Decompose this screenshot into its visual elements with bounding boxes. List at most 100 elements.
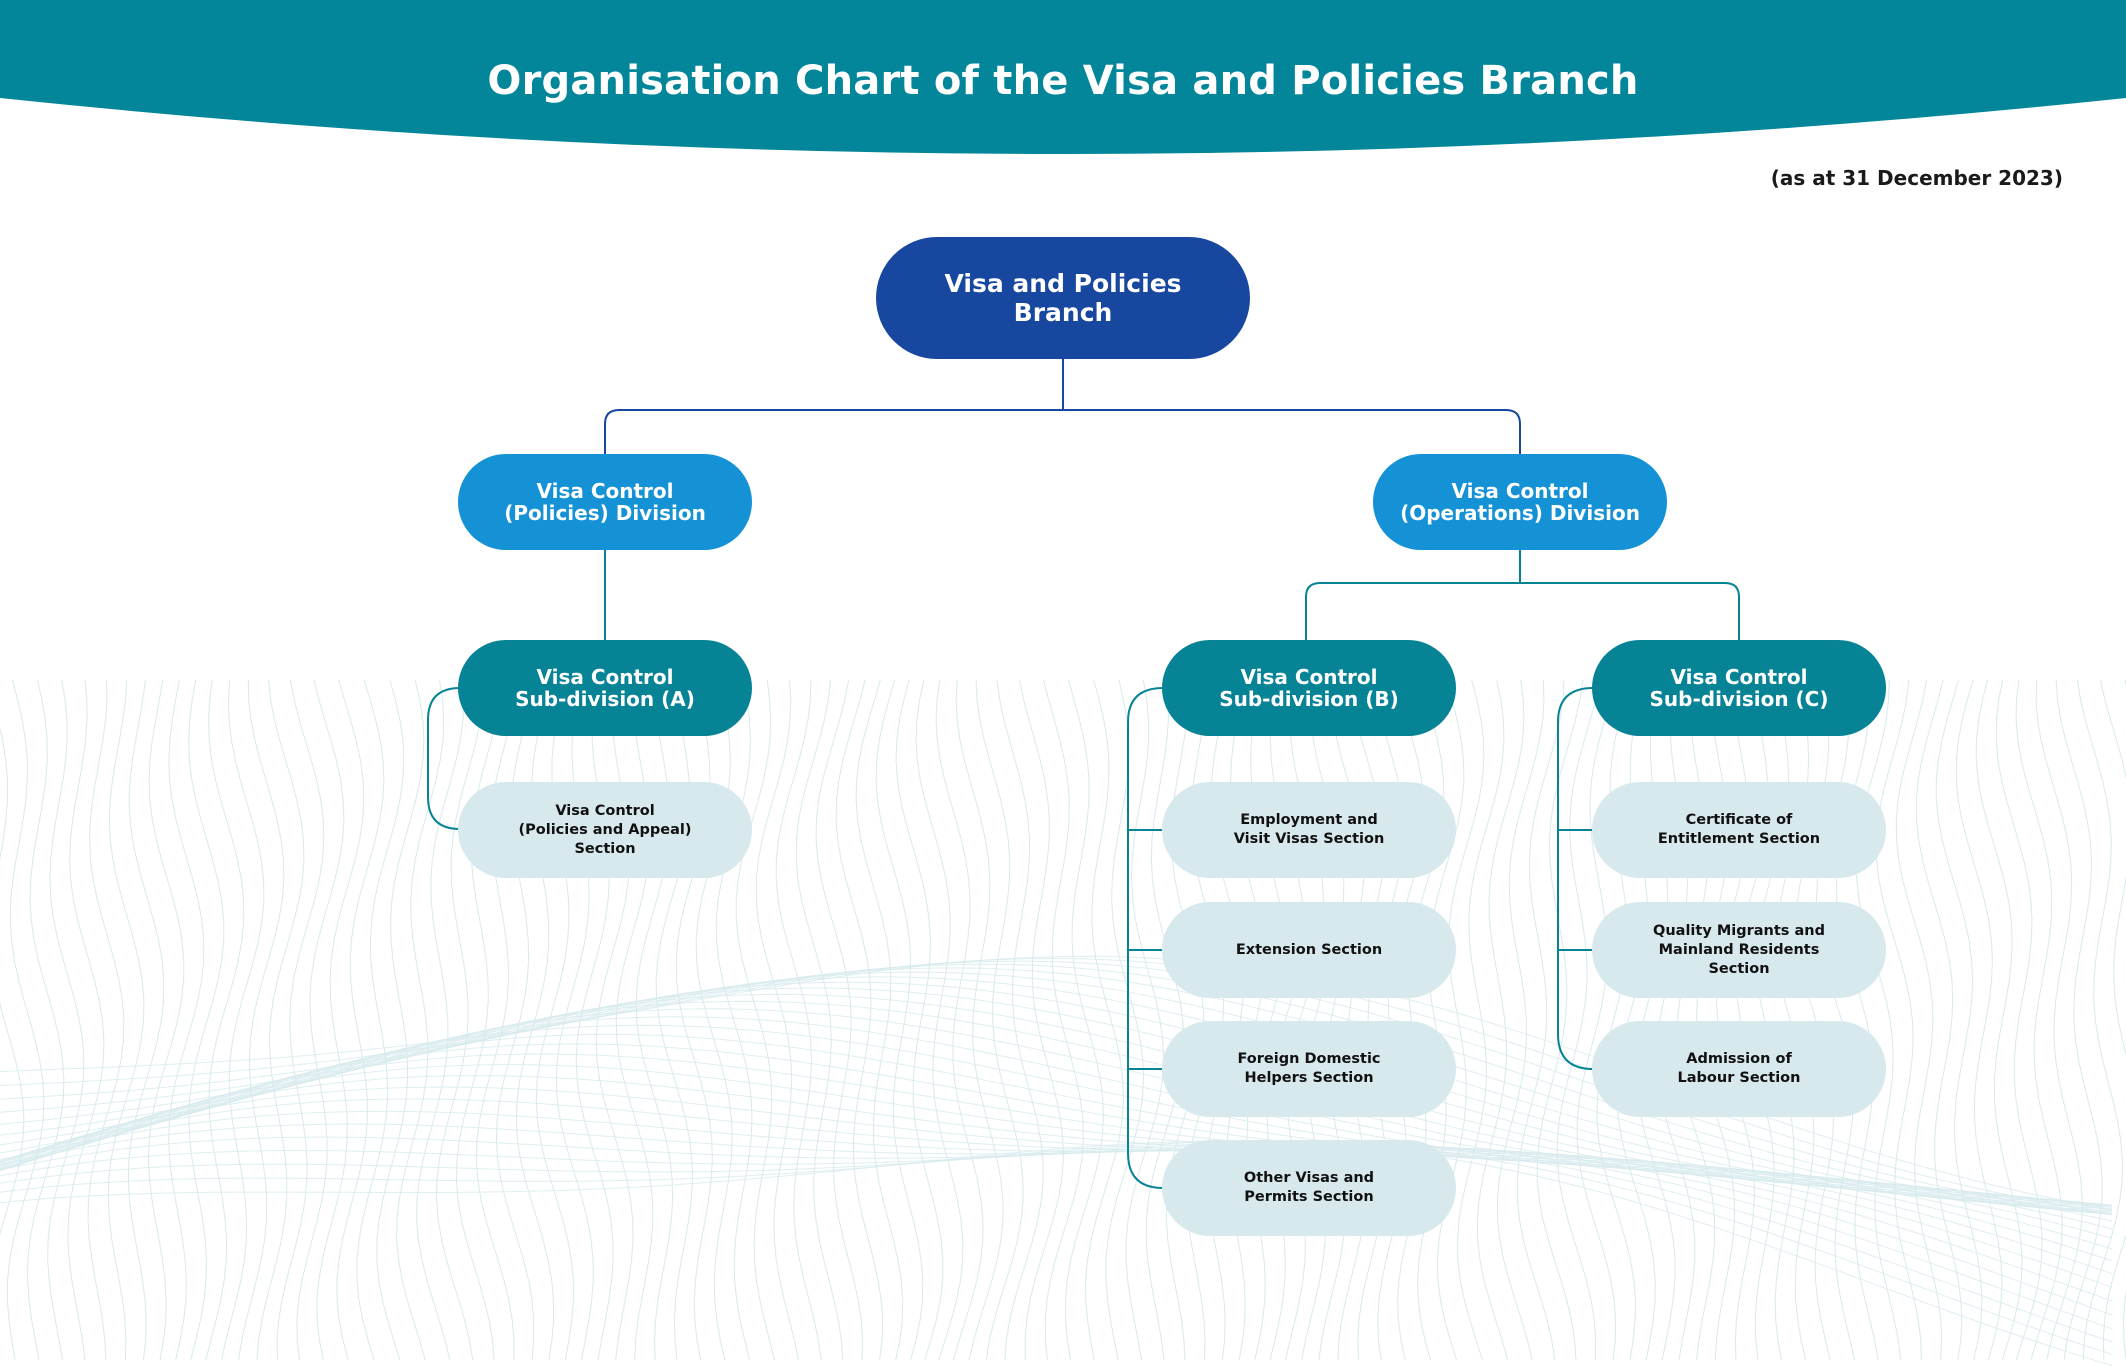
- mesh-strand: [1019, 679, 1064, 1361]
- mesh-wave: [0, 967, 2113, 1215]
- mesh-wave: [0, 1033, 2113, 1216]
- mesh-strand: [205, 679, 245, 1361]
- mesh-wave: [0, 1053, 2113, 1230]
- page-title: Organisation Chart of the Visa and Polic…: [487, 58, 1639, 104]
- mesh-strand: [276, 679, 325, 1361]
- node-section-policies-and-appeal: Visa Control (Policies and Appeal) Secti…: [458, 782, 752, 878]
- mesh-wave: [0, 987, 2113, 1208]
- mesh-strand: [1436, 679, 1485, 1361]
- mesh-strand: [2076, 679, 2123, 1361]
- mesh-strand: [775, 679, 822, 1361]
- mesh-wave: [0, 1075, 2113, 1250]
- mesh-strand: [735, 679, 775, 1361]
- mesh-wave: [0, 1141, 2113, 1355]
- mesh-wave: [0, 971, 2113, 1214]
- mesh-strand: [895, 679, 944, 1361]
- decorative-wave-mesh: [0, 679, 2126, 1366]
- mesh-wave: [0, 1086, 2113, 1262]
- node-section-extension: Extension Section: [1162, 902, 1456, 998]
- mesh-strand: [416, 679, 465, 1361]
- mesh-wave: [0, 1140, 2113, 1366]
- mesh-strand: [1064, 679, 1104, 1361]
- mesh-strand: [815, 679, 864, 1361]
- mesh-strand: [875, 679, 924, 1361]
- mesh-strand: [795, 679, 843, 1361]
- mesh-strand: [27, 679, 65, 1361]
- mesh-strand: [1165, 679, 1205, 1361]
- mesh-wave: [0, 1136, 2113, 1316]
- mesh-wave: [0, 1000, 2113, 1206]
- mesh-wave: [0, 993, 2113, 1207]
- node-visa-and-policies-branch: Visa and Policies Branch: [876, 237, 1250, 359]
- mesh-strand: [2035, 679, 2083, 1361]
- mesh-strand: [168, 679, 205, 1361]
- mesh-strand: [2099, 679, 2126, 1361]
- connector-subdivision-c-sections: [1557, 687, 1594, 1070]
- mesh-strand: [1875, 679, 1922, 1361]
- mesh-strand: [1975, 679, 2023, 1361]
- mesh-wave: [0, 976, 2113, 1212]
- mesh-strand: [87, 679, 125, 1361]
- mesh-strand: [1895, 679, 1943, 1361]
- mesh-strand: [1935, 679, 1983, 1361]
- mesh-strand: [67, 679, 105, 1361]
- mesh-strand: [147, 679, 185, 1361]
- mesh-strand: [1476, 679, 1525, 1361]
- mesh-strand: [436, 679, 485, 1361]
- mesh-strand: [6, 679, 45, 1361]
- mesh-strand: [188, 679, 225, 1361]
- mesh-strand: [715, 679, 753, 1361]
- mesh-strand: [955, 679, 1004, 1361]
- mesh-strand: [1955, 679, 2003, 1361]
- mesh-strand: [1536, 679, 1584, 1361]
- mesh-strand: [755, 679, 799, 1361]
- node-subdivision-b: Visa Control Sub-division (B): [1162, 640, 1456, 736]
- header-band: [0, 0, 2126, 154]
- mesh-wave: [0, 1016, 2113, 1208]
- mesh-strand: [0, 726, 25, 1235]
- mesh-strand: [107, 679, 145, 1361]
- mesh-strand: [996, 679, 1044, 1361]
- mesh-strand: [1125, 679, 1165, 1361]
- mesh-strand: [316, 679, 365, 1361]
- node-policies-division: Visa Control (Policies) Division: [458, 454, 752, 550]
- mesh-strand: [835, 679, 884, 1361]
- node-section-quality-migrants-mainland-residents: Quality Migrants and Mainland Residents …: [1592, 902, 1886, 998]
- mesh-wave: [0, 981, 2113, 1210]
- mesh-strand: [975, 679, 1024, 1361]
- mesh-wave: [0, 1024, 2113, 1211]
- mesh-wave: [0, 957, 2113, 1213]
- mesh-wave: [0, 960, 2113, 1215]
- mesh-wave: [0, 1141, 2113, 1343]
- mesh-strand: [915, 679, 964, 1361]
- mesh-strand: [127, 679, 165, 1361]
- mesh-strand: [2055, 679, 2103, 1361]
- mesh-strand: [256, 679, 305, 1361]
- mesh-strand: [1456, 679, 1505, 1361]
- connector-subdivision-b-sections: [1127, 687, 1164, 1189]
- connector-branch-to-divisions: [604, 359, 1521, 454]
- node-section-certificate-of-entitlement: Certificate of Entitlement Section: [1592, 782, 1886, 878]
- mesh-strand: [1105, 679, 1145, 1361]
- date-note: (as at 31 December 2023): [1770, 166, 2063, 190]
- mesh-strand: [1576, 679, 1617, 1361]
- node-subdivision-c: Visa Control Sub-division (C): [1592, 640, 1886, 736]
- mesh-strand: [356, 679, 405, 1361]
- mesh-strand: [1496, 679, 1545, 1361]
- mesh-strand: [935, 679, 984, 1361]
- mesh-strand: [1556, 679, 1601, 1361]
- mesh-strand: [855, 679, 904, 1361]
- mesh-strand: [1085, 679, 1125, 1361]
- mesh-strand: [1516, 679, 1565, 1361]
- mesh-strand: [1397, 679, 1445, 1361]
- mesh-wave: [0, 1008, 2113, 1206]
- mesh-strand: [47, 679, 85, 1361]
- mesh-wave: [0, 1098, 2113, 1275]
- node-section-foreign-domestic-helpers: Foreign Domestic Helpers Section: [1162, 1021, 1456, 1117]
- mesh-wave: [0, 1123, 2113, 1302]
- mesh-strand: [336, 679, 385, 1361]
- mesh-wave: [0, 963, 2113, 1216]
- mesh-wave: [0, 1110, 2113, 1288]
